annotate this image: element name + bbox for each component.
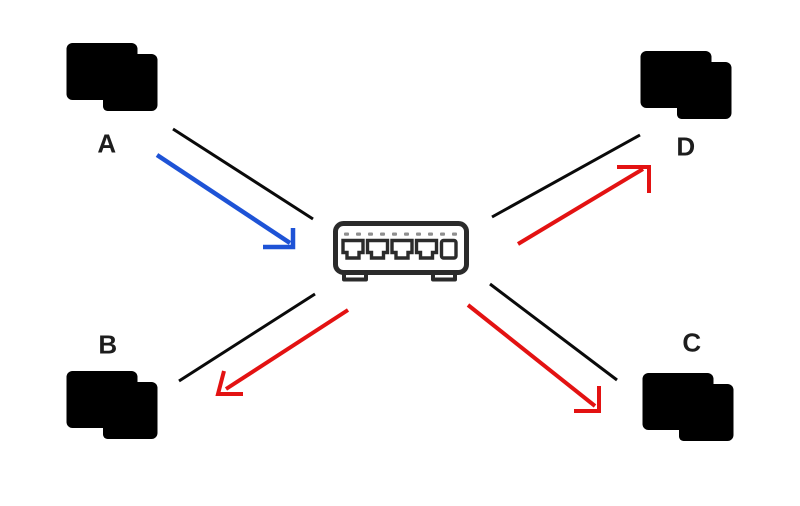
flow-arrow-a-to-switch bbox=[155, 153, 296, 250]
flow-arrow-switch-to-c bbox=[466, 303, 601, 413]
devices-icon-c bbox=[642, 373, 734, 442]
ethernet-port bbox=[390, 238, 414, 260]
uplink-port bbox=[439, 238, 458, 260]
ethernet-port bbox=[414, 238, 439, 260]
node-label-b: B bbox=[98, 329, 118, 360]
node-label-d: D bbox=[676, 131, 696, 162]
devices-icon-d bbox=[640, 51, 732, 120]
ethernet-port bbox=[341, 238, 365, 260]
cable-switch-to-b bbox=[178, 292, 316, 383]
ethernet-port bbox=[365, 238, 390, 260]
cable-switch-to-d bbox=[491, 133, 641, 219]
cable-a-to-switch bbox=[172, 127, 314, 221]
network-switch-icon bbox=[333, 221, 469, 282]
cable-switch-to-c bbox=[489, 282, 618, 382]
switch-foot-left bbox=[342, 271, 368, 282]
node-label-a: A bbox=[97, 128, 117, 159]
devices-icon-a bbox=[66, 43, 158, 112]
flow-arrow-switch-to-d bbox=[516, 165, 651, 246]
node-label-c: C bbox=[682, 327, 702, 358]
devices-icon-b bbox=[66, 371, 158, 440]
flow-arrow-switch-to-b bbox=[215, 308, 350, 396]
switch-foot-right bbox=[431, 271, 457, 282]
